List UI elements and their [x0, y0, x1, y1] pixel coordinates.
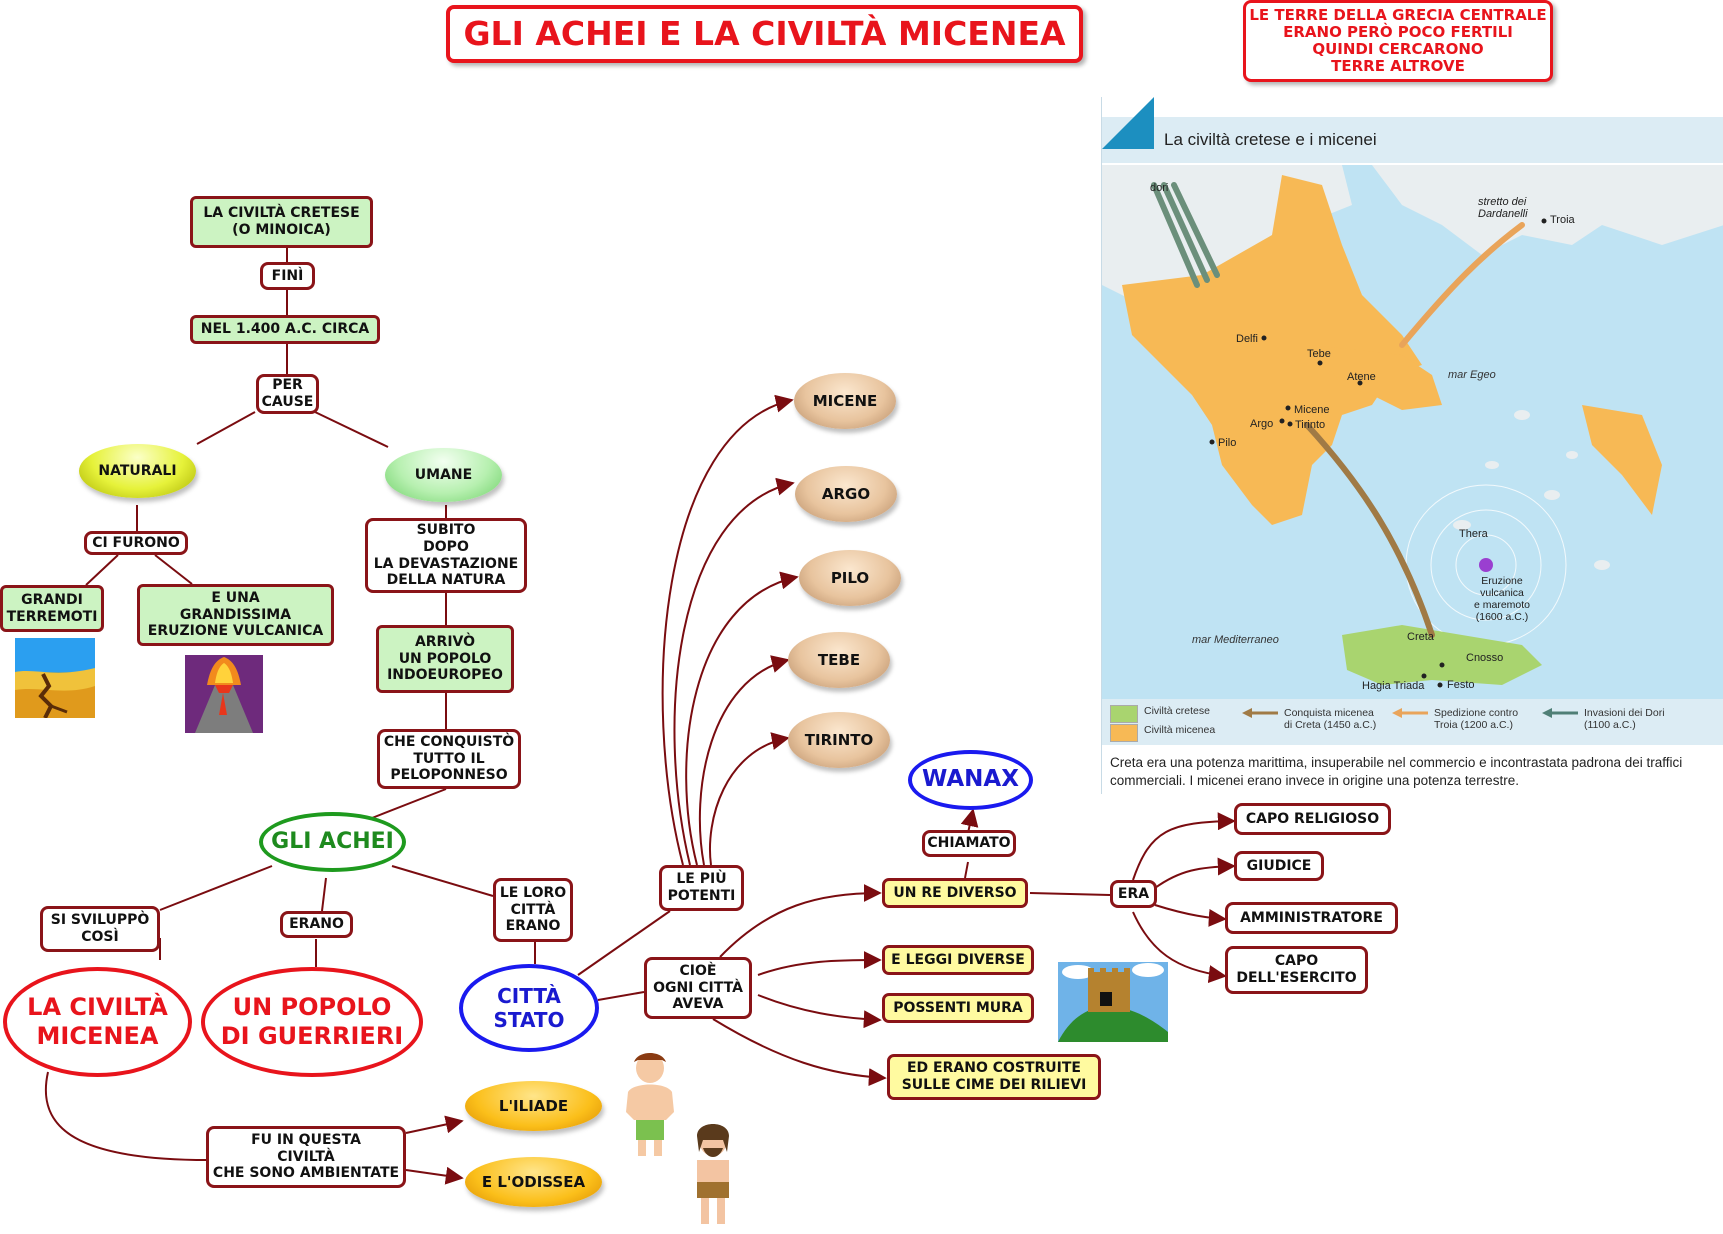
node-capo-religioso: CAPO RELIGIOSO [1234, 803, 1391, 835]
node-gli-achei: GLI ACHEI [259, 812, 406, 872]
node-subito-dopo: SUBITO DOPO LA DEVASTAZIONE DELLA NATURA [365, 518, 527, 593]
node-civilta-micenea: LA CIVILTÀ MICENEA [3, 967, 192, 1077]
node-re-diverso: UN RE DIVERSO [882, 878, 1028, 908]
legend-arrow-conquista [1242, 708, 1278, 718]
map-header [1102, 117, 1723, 163]
node-popolo-guerrieri: UN POPOLO DI GUERRIERI [201, 967, 423, 1077]
node-naturali: NATURALI [79, 444, 196, 498]
map-caption: Creta era una potenza marittima, insuper… [1110, 755, 1683, 788]
node-arrivo: ARRIVÒ UN POPOLO INDOEUROPEO [376, 625, 514, 693]
map-label-eruzione: Eruzione vulcanica e maremoto (1600 a.C.… [1473, 575, 1531, 624]
legend-conquista: Conquista micenea di Creta (1450 a.C.) [1242, 707, 1376, 731]
node-cioe: CIOÈ OGNI CITTÀ AVEVA [644, 957, 752, 1019]
map-label-festo: Festo [1447, 679, 1475, 691]
legend-spedizione: Spedizione contro Troia (1200 a.C.) [1392, 707, 1518, 731]
node-che-conquisto: CHE CONQUISTÒ TUTTO IL PELOPONNESO [377, 729, 521, 789]
legend-arrow-spedizione [1392, 708, 1428, 718]
map-label-creta: Creta [1407, 631, 1435, 643]
map-panel: La civiltà cretese e i micenei [1101, 97, 1723, 794]
legend-label-spedizione: Spedizione contro Troia (1200 a.C.) [1434, 707, 1519, 732]
map-label-thera: Thera [1459, 528, 1489, 540]
earthquake-icon [15, 638, 95, 718]
node-odissea: E L'ODISSEA [465, 1157, 602, 1207]
map-label-tirinto: Tirinto [1295, 419, 1325, 431]
node-ci-furono: CI FURONO [84, 531, 188, 555]
map-label-atene: Atene [1347, 371, 1376, 383]
map-label-micene: Micene [1294, 404, 1329, 416]
node-citta-stato: CITTÀ STATO [459, 964, 599, 1052]
node-costruite: ED ERANO COSTRUITE SULLE CIME DEI RILIEV… [887, 1054, 1101, 1100]
page-title: GLI ACHEI E LA CIVILTÀ MICENEA [446, 5, 1083, 63]
fortress-icon [1058, 962, 1168, 1042]
map-sea-mediterraneo: mar Mediterraneo [1192, 634, 1279, 646]
node-micene: MICENE [794, 373, 896, 429]
node-era: ERA [1110, 880, 1157, 908]
node-fini: FINÌ [260, 262, 315, 290]
node-si-sviluppo: SI SVILUPPÒ COSÌ [40, 906, 160, 952]
node-amministratore: AMMINISTRATORE [1225, 902, 1398, 934]
volcano-icon [185, 655, 263, 733]
map-label-delfi: Delfi [1236, 333, 1258, 345]
map-legend: Civiltà cretese Civiltà micenea Conquist… [1102, 699, 1723, 745]
map-label-cnosso: Cnosso [1466, 652, 1503, 664]
legend-label-cretese: Civiltà cretese [1144, 705, 1210, 717]
map-sea-egeo: mar Egeo [1448, 369, 1496, 381]
legend-label-conquista: Conquista micenea di Creta (1450 a.C.) [1284, 707, 1377, 732]
node-per-cause: PER CAUSE [256, 374, 319, 414]
legend-label-invasioni: Invasioni dei Dori (1100 a.C.) [1584, 707, 1665, 732]
legend-swatch-cretese [1110, 705, 1138, 723]
map-label-tebe: Tebe [1307, 348, 1331, 360]
node-giudice: GIUDICE [1234, 851, 1324, 881]
legend-invasioni: Invasioni dei Dori (1100 a.C.) [1542, 707, 1665, 731]
map-label-argo: Argo [1250, 418, 1273, 430]
node-leggi-diverse: E LEGGI DIVERSE [882, 945, 1034, 975]
map-label-hagia-triada: Hagia Triada [1362, 680, 1425, 692]
warrior-icon [626, 1053, 674, 1156]
node-grandi-terremoti: GRANDI TERREMOTI [0, 585, 104, 632]
map-title: La civiltà cretese e i micenei [1164, 130, 1377, 149]
caveman-icon [697, 1124, 729, 1224]
node-pilo: PILO [799, 550, 901, 606]
node-le-loro-citta: LE LORO CITTÀ ERANO [493, 878, 573, 942]
legend-micenea: Civiltà micenea [1110, 724, 1215, 742]
node-fu-in-questa: FU IN QUESTA CIVILTÀ CHE SONO AMBIENTATE [206, 1126, 406, 1188]
node-umane: UMANE [385, 448, 502, 502]
node-tirinto: TIRINTO [788, 712, 890, 768]
map-label-dori: dori [1150, 182, 1168, 194]
map-label-pilo: Pilo [1218, 437, 1236, 449]
node-civilta-cretese: LA CIVILTÀ CRETESE (O MINOICA) [190, 196, 373, 248]
map-label-troia: Troia [1550, 214, 1576, 226]
node-argo: ARGO [795, 466, 897, 522]
node-possenti-mura: POSSENTI MURA [882, 993, 1034, 1023]
legend-swatch-micenea [1110, 724, 1138, 742]
node-nel-1400: NEL 1.400 A.C. CIRCA [190, 315, 380, 344]
legend-label-micenea: Civiltà micenea [1144, 724, 1216, 736]
note-box: LE TERRE DELLA GRECIA CENTRALE ERANO PER… [1243, 0, 1553, 82]
node-erano: ERANO [280, 911, 353, 938]
node-capo-esercito: CAPO DELL'ESERCITO [1225, 946, 1368, 994]
node-iliade: L'ILIADE [465, 1081, 602, 1131]
node-chiamato: CHIAMATO [922, 830, 1016, 857]
legend-arrow-invasioni [1542, 708, 1578, 718]
map-corner-triangle [1102, 97, 1154, 149]
legend-cretese: Civiltà cretese [1110, 705, 1210, 723]
node-tebe: TEBE [788, 632, 890, 688]
node-wanax: WANAX [908, 750, 1033, 810]
node-eruzione: E UNA GRANDISSIMA ERUZIONE VULCANICA [137, 584, 334, 646]
node-le-piu-potenti: LE PIÙ POTENTI [659, 865, 744, 911]
